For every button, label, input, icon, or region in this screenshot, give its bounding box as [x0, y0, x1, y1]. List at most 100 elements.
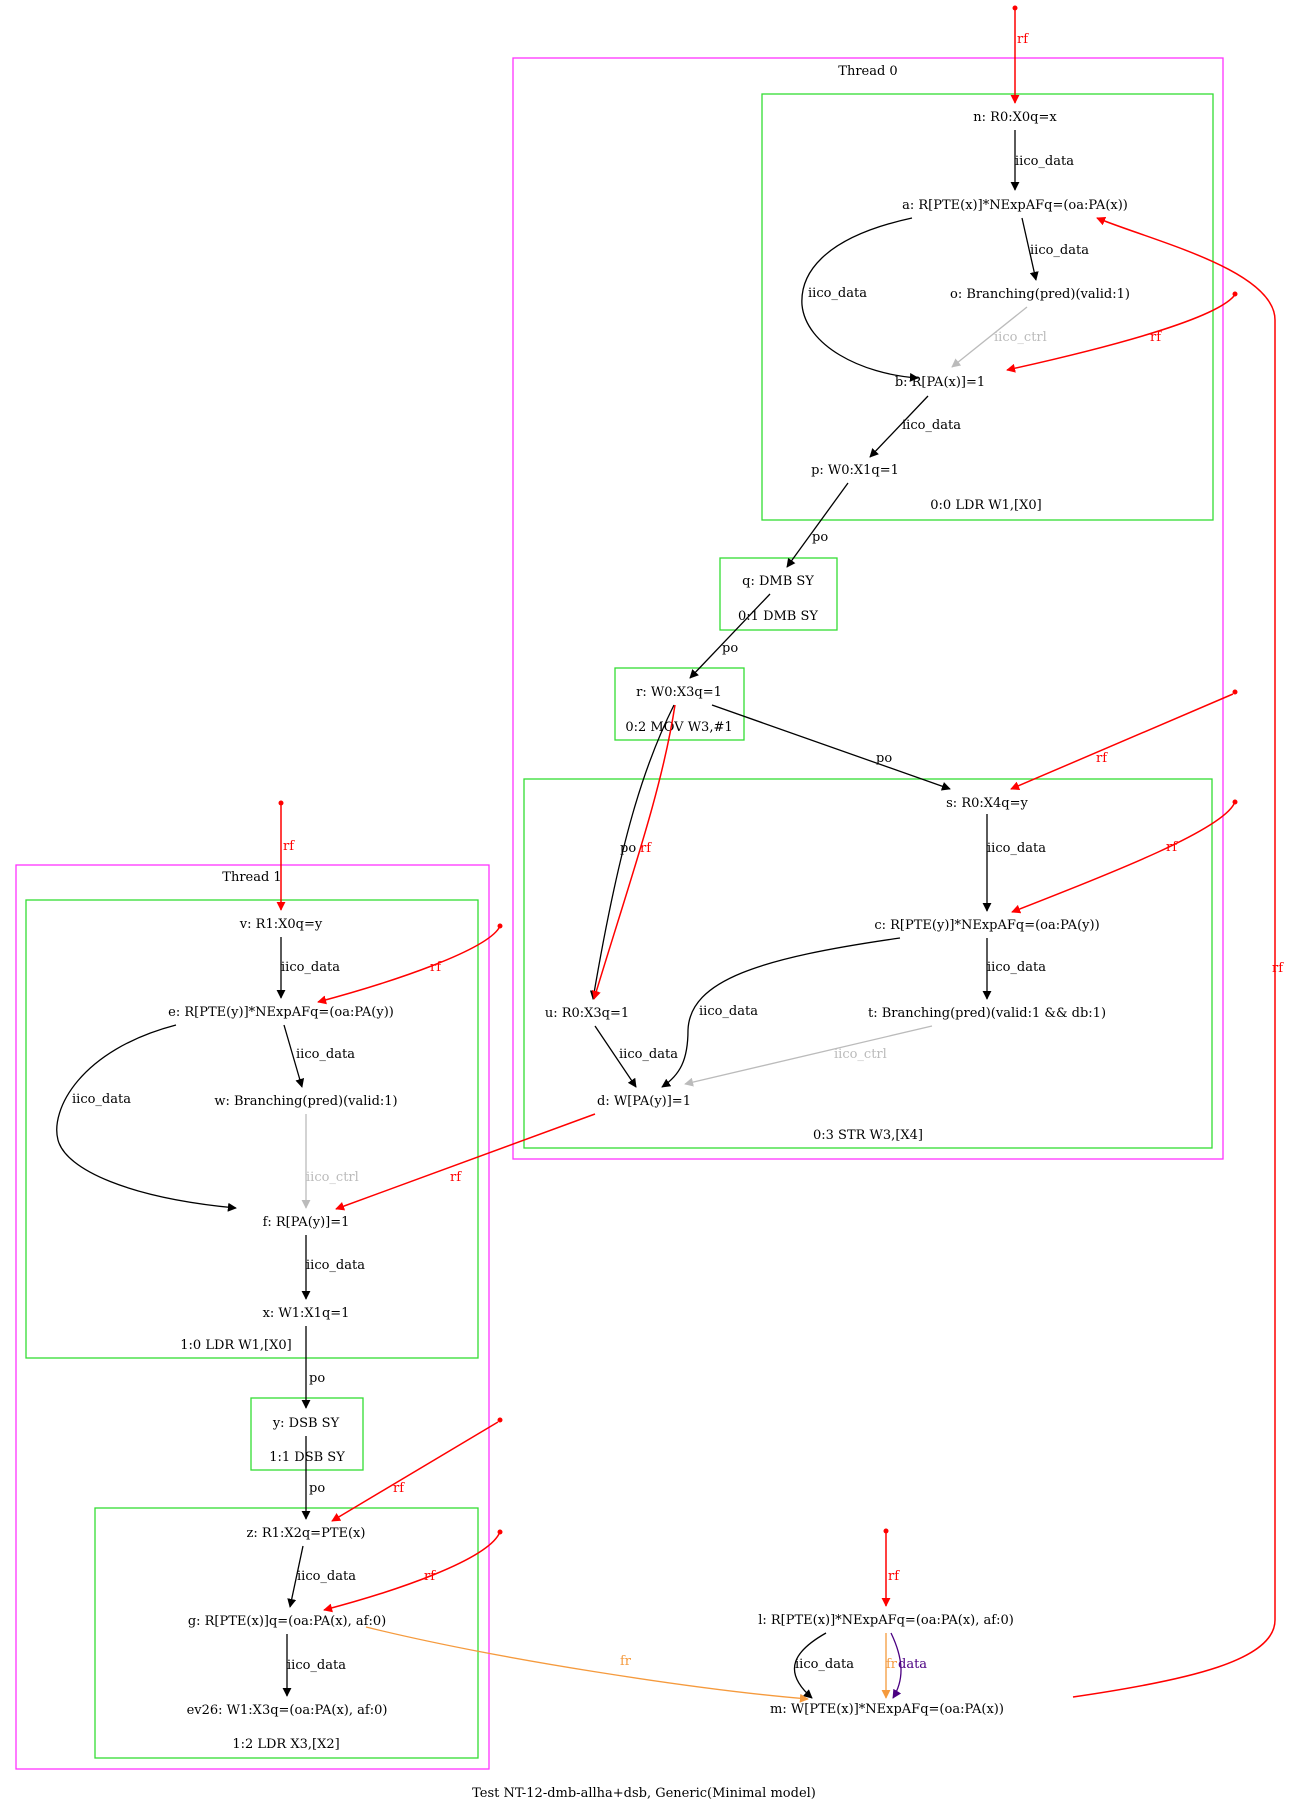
edge-label-e-w: iico_data — [296, 1047, 355, 1062]
thread-0-cluster — [512, 57, 1224, 1160]
edge-l-m-iico — [793, 1632, 827, 1699]
edge-label-n-a: iico_data — [1015, 154, 1074, 169]
edge-label-rf-d-f: rf — [450, 1170, 462, 1185]
instr-label-1-2: 1:2 LDR X3,[X2] — [232, 1737, 339, 1752]
rf-source-z — [497, 1417, 503, 1423]
edge-label-c-t: iico_data — [987, 960, 1046, 975]
edge-label-rf-init-g: rf — [424, 1569, 436, 1584]
node-v: v: R1:X0q=y — [239, 917, 323, 932]
edge-r-s — [711, 704, 951, 791]
edge-label-e-f: iico_data — [72, 1092, 131, 1107]
node-ev26: ev26: W1:X3q=(oa:PA(x), af:0) — [187, 1703, 388, 1718]
edge-label-r-u: po — [620, 841, 636, 856]
edge-z-g — [287, 1545, 304, 1608]
instr-label-0-2: 0:2 MOV W3,#1 — [625, 720, 732, 735]
rf-source-c — [1232, 799, 1238, 805]
instr-label-1-1: 1:1 DSB SY — [269, 1450, 345, 1465]
edge-label-l-m-fr: fr — [886, 1657, 898, 1672]
instr-label-1-0: 1:0 LDR W1,[X0] — [180, 1338, 291, 1353]
node-o: o: Branching(pred)(valid:1) — [950, 287, 1130, 302]
edge-r-u — [589, 704, 675, 1000]
instr-cluster-0-3 — [523, 778, 1213, 1149]
rf-source-e — [497, 923, 503, 929]
node-r: r: W0:X3q=1 — [636, 685, 722, 700]
node-d: d: W[PA(y)]=1 — [597, 1094, 691, 1109]
rf-source-s — [1232, 689, 1238, 695]
node-l: l: R[PTE(x)]*NExpAFq=(oa:PA(x), af:0) — [758, 1613, 1014, 1628]
edge-e-w — [283, 1024, 305, 1088]
edge-label-rf-r-u: rf — [640, 841, 652, 856]
edge-a-o — [1021, 217, 1039, 281]
edge-label-o-b: iico_ctrl — [994, 330, 1047, 345]
node-q: q: DMB SY — [742, 574, 814, 589]
edge-label-q-r: po — [722, 641, 738, 656]
rf-source-g — [497, 1529, 503, 1535]
node-s: s: R0:X4q=y — [946, 796, 1028, 811]
rf-source-l — [883, 1528, 889, 1534]
edge-label-b-p: iico_data — [902, 418, 961, 433]
edge-t-d — [684, 1025, 933, 1087]
node-u: u: R0:X3q=1 — [545, 1006, 629, 1021]
instr-cluster-0-0 — [761, 93, 1214, 521]
edge-label-r-s: po — [876, 751, 892, 766]
edge-label-a-b: iico_data — [808, 286, 867, 301]
node-t: t: Branching(pred)(valid:1 && db:1) — [868, 1006, 1106, 1021]
thread-1-cluster — [15, 864, 490, 1770]
instr-label-0-0: 0:0 LDR W1,[X0] — [930, 498, 1041, 513]
edge-label-l-m-data: data — [898, 1657, 927, 1672]
edge-label-a-o: iico_data — [1030, 243, 1089, 258]
edge-label-rf-init-z: rf — [393, 1481, 405, 1496]
edge-label-rf-init-s: rf — [1096, 751, 1108, 766]
edge-u-d — [594, 1025, 637, 1088]
edge-label-x-y: po — [309, 1371, 325, 1386]
edge-label-rf-init-v: rf — [283, 839, 295, 854]
edge-rf-init-s — [1010, 693, 1234, 790]
node-c: c: R[PTE(y)]*NExpAFq=(oa:PA(y)) — [874, 918, 1099, 933]
instr-cluster-1-2 — [94, 1507, 479, 1759]
rf-source-v — [278, 800, 284, 806]
instr-cluster-1-0 — [25, 899, 479, 1359]
edge-l-m-data — [890, 1632, 902, 1699]
edge-g-m-fr — [365, 1626, 809, 1703]
node-m: m: W[PTE(x)]*NExpAFq=(oa:PA(x)) — [770, 1702, 1004, 1717]
edge-label-g-ev26: iico_data — [287, 1658, 346, 1673]
edge-c-d — [661, 937, 901, 1088]
instr-label-0-1: 0:1 DMB SY — [738, 609, 818, 624]
node-g: g: R[PTE(x)]q=(oa:PA(x), af:0) — [188, 1614, 386, 1629]
node-w: w: Branching(pred)(valid:1) — [214, 1094, 397, 1109]
thread-1-title: Thread 1 — [222, 870, 281, 885]
instr-cluster-1-1 — [250, 1397, 364, 1471]
graph-caption: Test NT-12-dmb-allha+dsb, Generic(Minima… — [472, 1786, 816, 1801]
edge-label-rf-m-a: rf — [1272, 961, 1284, 976]
edge-label-c-d: iico_data — [699, 1004, 758, 1019]
edge-label-rf-init-c: rf — [1166, 840, 1178, 855]
edge-label-y-z: po — [309, 1481, 325, 1496]
edge-label-rf-init-b: rf — [1150, 330, 1162, 345]
edge-label-z-g: iico_data — [297, 1569, 356, 1584]
edge-rf-r-u — [592, 704, 676, 1000]
edge-rf-m-a — [1072, 216, 1276, 1698]
edge-e-f — [56, 1024, 237, 1212]
rf-source-b — [1232, 291, 1238, 297]
edge-b-p — [869, 395, 929, 458]
node-y: y: DSB SY — [272, 1416, 340, 1431]
node-z: z: R1:X2q=PTE(x) — [247, 1526, 366, 1541]
edge-label-rf-init-l: rf — [888, 1569, 900, 1584]
edge-label-f-x: iico_data — [306, 1258, 365, 1273]
edge-rf-init-c — [1011, 803, 1235, 914]
edge-a-b — [801, 217, 919, 382]
node-n: n: R0:X0q=x — [973, 110, 1057, 125]
edge-label-l-m-iico: iico_data — [795, 1657, 854, 1672]
node-e: e: R[PTE(y)]*NExpAFq=(oa:PA(y)) — [168, 1005, 394, 1020]
instr-label-0-3: 0:3 STR W3,[X4] — [813, 1128, 923, 1143]
thread-0-title: Thread 0 — [838, 64, 897, 79]
edge-label-u-d: iico_data — [619, 1047, 678, 1062]
node-a: a: R[PTE(x)]*NExpAFq=(oa:PA(x)) — [902, 198, 1128, 213]
instr-cluster-0-1 — [719, 557, 838, 631]
edge-rf-init-e — [317, 927, 500, 1005]
edge-label-w-f: iico_ctrl — [306, 1170, 359, 1185]
node-b: b: R[PA(x)]=1 — [895, 375, 985, 390]
edge-label-rf-init-e: rf — [430, 960, 442, 975]
node-x: x: W1:X1q=1 — [263, 1306, 350, 1321]
